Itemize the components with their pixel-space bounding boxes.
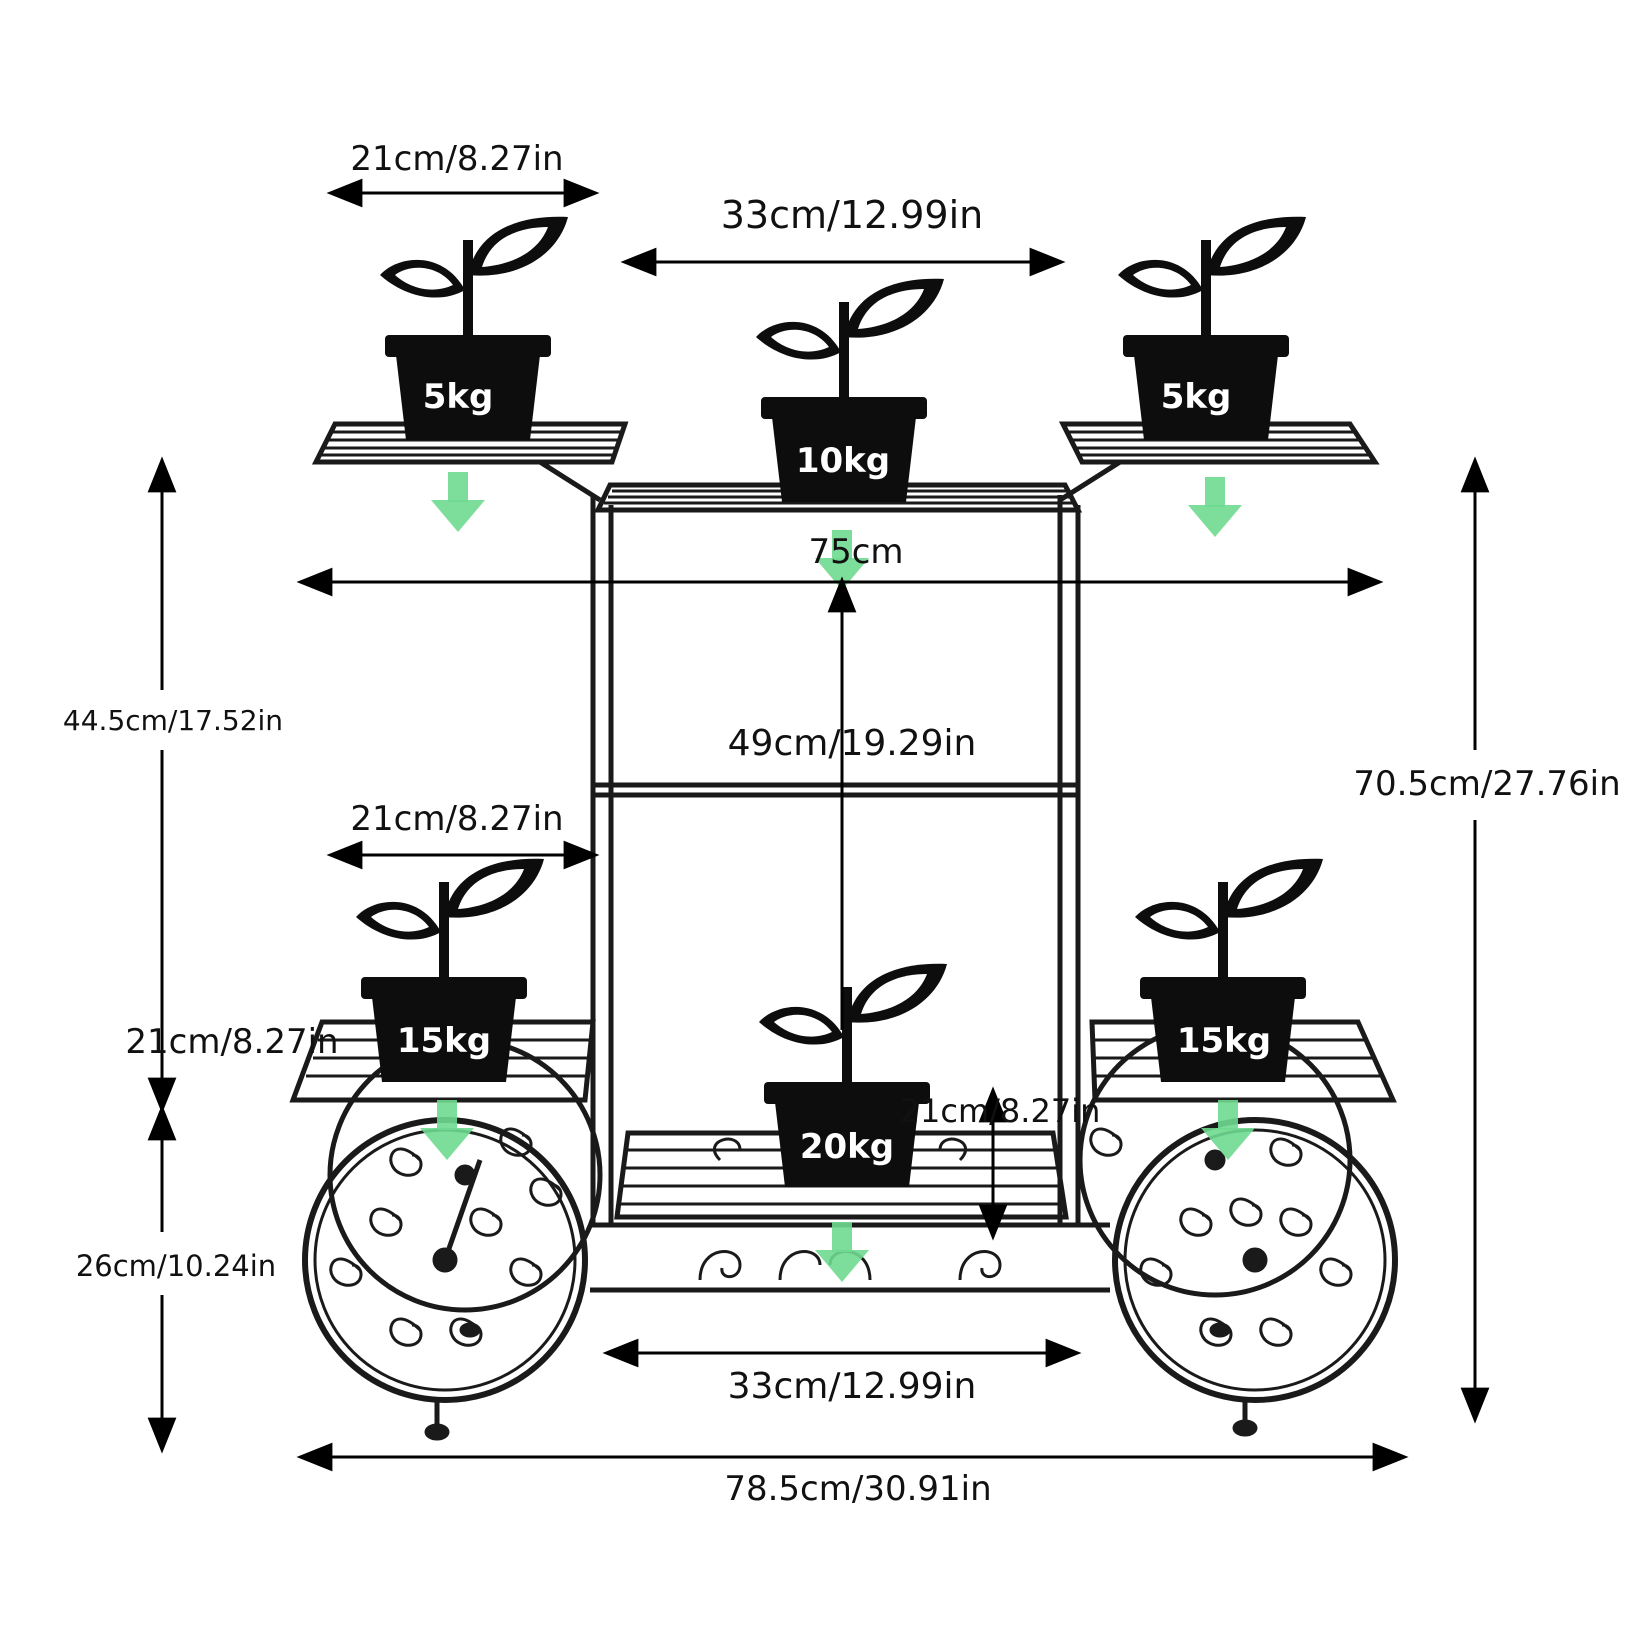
- wheel-left-front: [302, 1117, 588, 1441]
- down-arrow-icon: [815, 1222, 869, 1282]
- load-label-bottom-right: 15kg: [1177, 1021, 1271, 1061]
- load-label-bottom-left: 15kg: [397, 1021, 491, 1061]
- dim-label-upper-height: 44.5cm/17.52in: [63, 704, 283, 737]
- dim-label-overall-top: 75cm: [808, 532, 903, 572]
- load-label-top-right: 5kg: [1161, 377, 1232, 417]
- dim-label-lower-left-shelf: 21cm/8.27in: [350, 799, 563, 839]
- dim-label-lower-left-gap: 21cm/8.27in: [125, 1022, 338, 1062]
- dim-label-wheel-height: 26cm/10.24in: [76, 1249, 276, 1283]
- stand-frame: [538, 459, 1122, 1293]
- down-arrow-icon: [1188, 477, 1242, 537]
- dim-label-top-left-shelf: 21cm/8.27in: [350, 139, 563, 179]
- down-arrow-icon: [431, 472, 485, 532]
- load-label-top-center: 10kg: [796, 441, 890, 481]
- dim-label-bottom-center: 33cm/12.99in: [728, 1366, 977, 1407]
- dim-label-top-center: 33cm/12.99in: [721, 193, 984, 237]
- down-arrow-icon: [1201, 1100, 1255, 1160]
- wheel-right-front: [1112, 1117, 1398, 1437]
- down-arrow-icon: [420, 1100, 474, 1160]
- load-label-top-left: 5kg: [423, 377, 494, 417]
- dim-label-inner-height: 49cm/19.29in: [728, 723, 977, 764]
- wheel-left-rear: [327, 1037, 603, 1338]
- dim-label-lower-center-gap: 21cm/8.27in: [900, 1092, 1101, 1130]
- dim-label-total-height: 70.5cm/27.76in: [1353, 764, 1620, 804]
- load-label-bottom-center: 20kg: [800, 1127, 894, 1167]
- dim-label-overall-width: 78.5cm/30.91in: [724, 1469, 991, 1509]
